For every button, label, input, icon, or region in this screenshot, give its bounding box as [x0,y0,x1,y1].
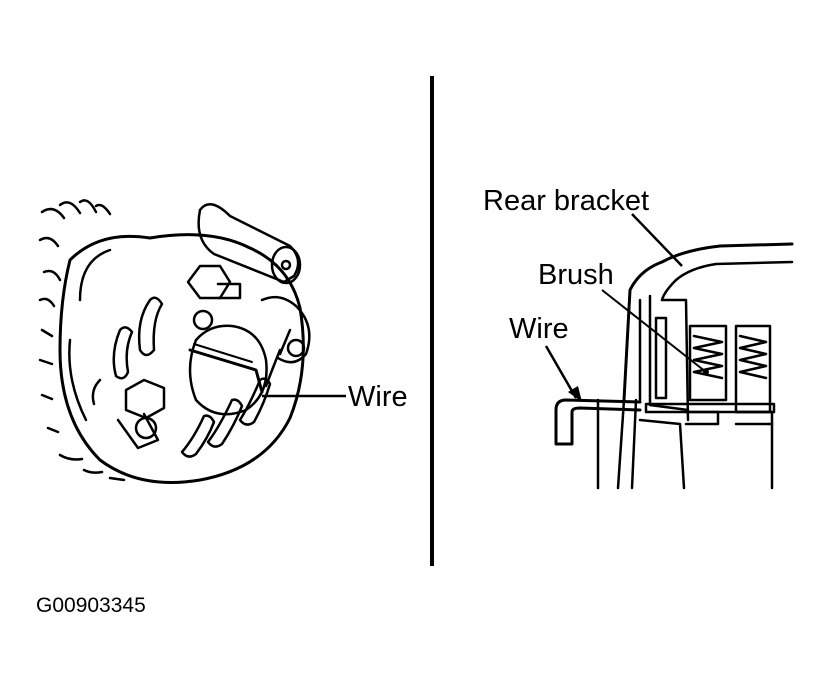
wire-right-arrowhead [568,386,582,402]
brush-leader [601,289,707,373]
label-rear-bracket: Rear bracket [483,185,649,217]
alternator-illustration [38,199,311,484]
figure-code: G00903345 [36,594,146,617]
brush-leader-dot [703,369,709,375]
brush-cross-section [554,242,794,490]
label-brush: Brush [538,259,614,291]
label-wire-right: Wire [509,313,569,345]
label-wire-left: Wire [348,381,408,413]
rear-bracket-leader [631,213,683,267]
wire-right-leader [544,345,578,399]
